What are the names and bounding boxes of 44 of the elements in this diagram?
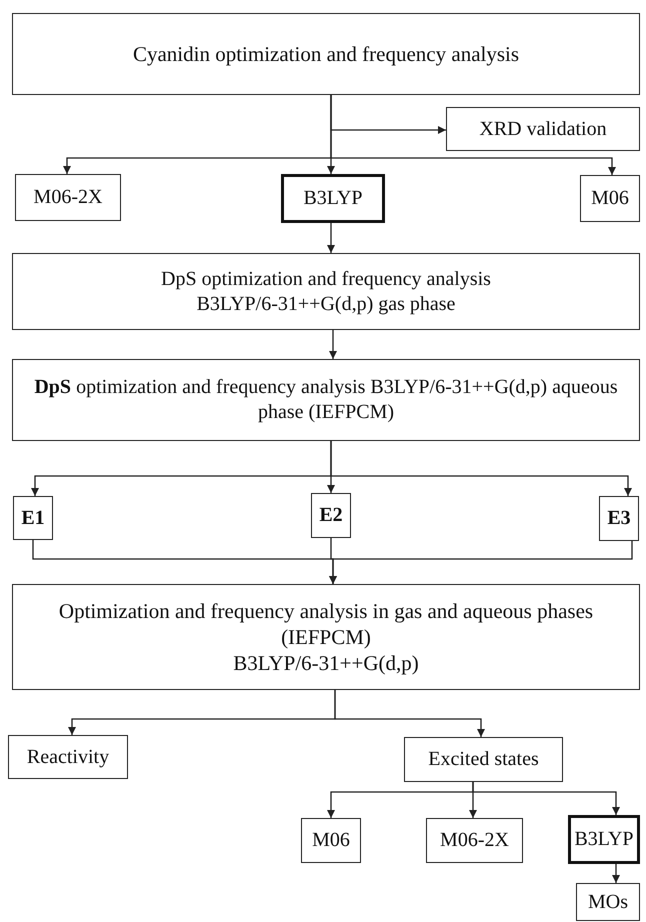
box-text: DpS optimization and frequency analysis xyxy=(161,266,491,292)
process-box xyxy=(446,107,640,151)
process-box xyxy=(311,493,351,538)
arrow xyxy=(327,223,335,253)
arrow xyxy=(330,441,632,496)
process-box xyxy=(15,174,121,221)
box-text: XRD validation xyxy=(479,116,607,142)
process-box xyxy=(12,13,640,95)
box-text: E1 xyxy=(21,506,45,530)
process-box xyxy=(426,818,523,863)
arrow xyxy=(334,690,485,737)
process-box xyxy=(599,496,639,541)
box-text: E3 xyxy=(607,506,631,531)
box-text: B3LYP xyxy=(574,827,634,852)
box-text: Reactivity xyxy=(26,744,110,770)
box-text: E2 xyxy=(319,503,343,528)
arrow xyxy=(329,541,633,584)
process-box xyxy=(12,584,640,690)
process-box xyxy=(568,815,640,864)
process-box xyxy=(301,818,361,863)
box-text: Optimization and frequency analysis in gas and aqueous phases (IEFPCM) xyxy=(58,598,594,650)
arrow xyxy=(472,782,620,815)
arrow xyxy=(330,95,616,175)
box-text: M06 xyxy=(591,186,629,211)
arrow xyxy=(329,330,337,359)
box-text: M06 xyxy=(312,828,350,853)
process-box xyxy=(281,174,385,223)
process-box xyxy=(12,253,640,330)
box-text: M06-2X xyxy=(440,828,509,853)
box-text: DpS optimization and frequency analysis B3LYP/6-31++G(d,p) aqueous phase (IEFPCM) xyxy=(33,375,619,425)
process-box xyxy=(580,175,640,222)
process-box xyxy=(576,883,640,921)
process-box xyxy=(404,737,563,782)
box-text: MOs xyxy=(588,890,628,914)
box-text: M06-2X xyxy=(34,185,102,210)
box-text: Cyanidin optimization and frequency analysis xyxy=(132,40,520,68)
process-box xyxy=(12,359,640,441)
arrow xyxy=(612,864,620,883)
process-box xyxy=(13,496,53,540)
box-text: B3LYP/6-31++G(d,p) gas phase xyxy=(196,292,456,316)
box-text: B3LYP/6-31++G(d,p) xyxy=(233,650,419,676)
process-box xyxy=(8,735,128,779)
box-text: Excited states xyxy=(428,747,539,772)
box-text: B3LYP xyxy=(303,186,363,211)
